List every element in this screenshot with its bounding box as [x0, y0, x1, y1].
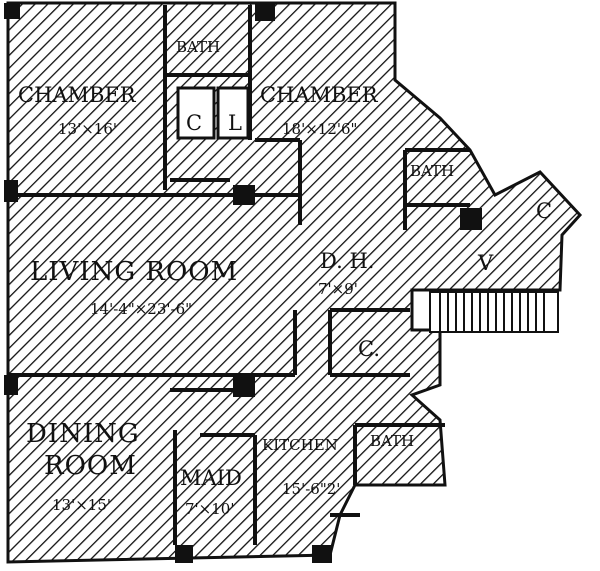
- kitchen-size: 15'-6"2': [282, 480, 340, 498]
- closet-a-label: C: [186, 111, 202, 135]
- closet-b-label: L: [228, 111, 242, 135]
- vestibule-label: V: [477, 251, 494, 275]
- chamber-left-size: 13'×16': [58, 120, 117, 138]
- dining-label-2: ROOM: [44, 451, 137, 481]
- living-room-size: 14'-4"×23'-6": [90, 300, 192, 318]
- closet-c-label: C: [536, 199, 552, 223]
- bath-kitchen-label: BATH: [370, 432, 414, 450]
- structural-piers: [4, 3, 482, 563]
- closet-d-label: C.: [358, 337, 380, 361]
- dining-label-1: DINING: [26, 419, 140, 449]
- chamber-right-label: CHAMBER: [260, 83, 379, 107]
- chamber-left-label: CHAMBER: [18, 83, 137, 107]
- entry-stair: [429, 291, 559, 333]
- dh-label: D. H.: [320, 249, 374, 273]
- room-labels: BATH CHAMBER 13'×16' CHAMBER 18'×12'6" C…: [18, 38, 552, 518]
- dh-size: 7'×9': [318, 280, 358, 298]
- dining-size: 13'×15': [52, 496, 111, 514]
- closet-frames: [176, 86, 250, 140]
- bath-top-label: BATH: [176, 38, 220, 56]
- living-room-label: LIVING ROOM: [30, 257, 238, 287]
- interior-walls: [8, 5, 470, 545]
- kitchen-label: KITCHEN: [262, 436, 338, 454]
- building-footprint: [6, 1, 583, 564]
- maid-label: MAID: [180, 466, 242, 490]
- maid-size: 7'×10': [185, 500, 234, 518]
- bath-right-label: BATH: [410, 162, 454, 180]
- chamber-right-size: 18'×12'6": [282, 120, 357, 138]
